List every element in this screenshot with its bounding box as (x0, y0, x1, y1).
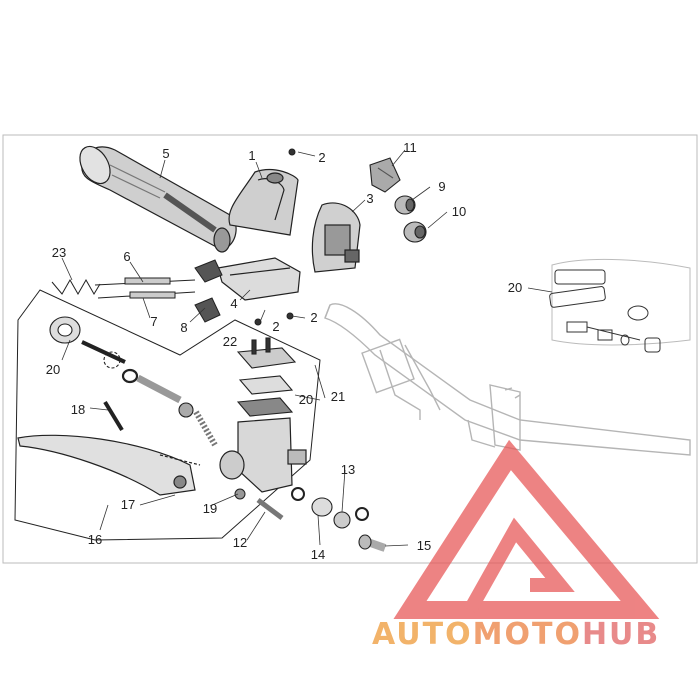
lower-assembly-outline (14, 289, 321, 541)
callout-7: 7 (150, 314, 157, 329)
brake-lever (17, 434, 201, 496)
watermark-hub: HUB (581, 617, 661, 652)
switch-housing-lower (311, 202, 361, 273)
callout-9: 9 (438, 179, 445, 194)
watermark-auto: AUTO (372, 617, 473, 652)
callout-2-right: 2 (310, 310, 317, 325)
callout-14: 14 (311, 547, 325, 562)
watermark-moto: MOTO (472, 617, 582, 652)
callout-20-left: 20 (46, 362, 60, 377)
callout-21: 21 (331, 389, 345, 404)
small-fasteners (103, 148, 296, 520)
callout-13: 13 (341, 462, 355, 477)
reservoir-parts (236, 337, 297, 417)
callout-20-inset: 20 (508, 280, 522, 295)
handlebar (324, 303, 691, 456)
callout-11: 11 (403, 140, 417, 155)
callout-20-mid: 20 (299, 392, 313, 407)
callout-18: 18 (71, 402, 85, 417)
callout-17: 17 (121, 497, 135, 512)
callout-4: 4 (230, 296, 237, 311)
piston-parts (49, 316, 218, 447)
callout-10: 10 (452, 204, 466, 219)
callout-3: 3 (366, 191, 373, 206)
switch-housing-upper (228, 168, 299, 236)
throttle-grip (79, 145, 237, 253)
watermark-text: AUTOMOTOHUB (372, 617, 660, 652)
callout-15: 15 (417, 538, 431, 553)
drawing-frame (2, 134, 698, 564)
callout-23: 23 (52, 245, 66, 260)
inset-master-cylinder (549, 258, 691, 353)
callouts: 5 1 2 11 3 9 10 23 6 4 7 8 2 2 20 22 20 … (46, 140, 522, 562)
callout-2-mid: 2 (272, 319, 279, 334)
callout-5: 5 (162, 146, 169, 161)
banjo-fittings (291, 487, 387, 552)
switch-parts (369, 157, 427, 243)
callout-1: 1 (248, 148, 255, 163)
callout-2-top: 2 (318, 150, 325, 165)
callout-22: 22 (223, 334, 237, 349)
callout-12: 12 (233, 535, 247, 550)
callout-16: 16 (88, 532, 102, 547)
master-cylinder (219, 417, 307, 493)
callout-6: 6 (123, 249, 130, 264)
leader-lines (61, 149, 553, 547)
cables-and-spring (51, 259, 223, 323)
callout-19: 19 (203, 501, 217, 516)
cover-plate (217, 257, 301, 301)
watermark-logo (393, 439, 660, 619)
callout-8: 8 (180, 320, 187, 335)
